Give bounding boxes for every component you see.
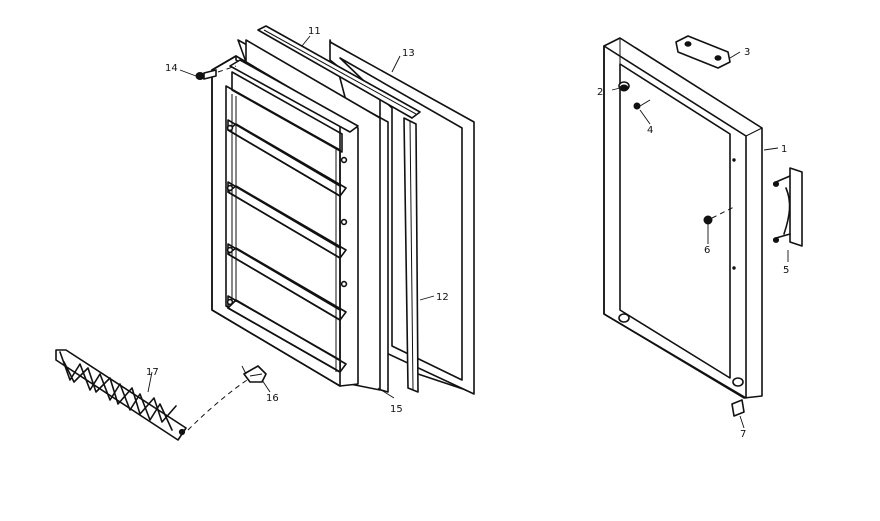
callout-13: 13	[402, 48, 415, 59]
callout-labels: 1 2 3 4 5 6 7 11 12 13 14 15 16 17	[146, 26, 789, 440]
door-frame-part	[603, 37, 763, 399]
callout-11: 11	[308, 26, 321, 37]
cam-part	[703, 205, 737, 244]
callout-leaders	[147, 35, 779, 399]
top-strip-part	[257, 25, 421, 119]
callout-2: 2	[597, 87, 603, 98]
callout-7: 7	[740, 429, 746, 440]
bracket-part	[241, 365, 267, 383]
assembly-dashed-line	[187, 377, 251, 431]
callout-1: 1	[781, 144, 787, 155]
screw-part	[195, 65, 237, 80]
callout-5: 5	[783, 265, 789, 276]
callout-12: 12	[436, 292, 449, 303]
handle-part	[772, 167, 803, 262]
callout-3: 3	[744, 47, 750, 58]
hinge-plate-part	[675, 35, 741, 69]
door-bar-part	[55, 349, 187, 441]
frame-screw-part	[633, 99, 651, 125]
callout-4: 4	[647, 125, 653, 136]
callout-14: 14	[165, 63, 178, 74]
bottom-hinge-part	[731, 399, 745, 429]
callout-6: 6	[704, 245, 710, 256]
hinge-pin-part	[611, 84, 629, 92]
gasket-strip-part	[403, 117, 419, 393]
callout-16: 16	[266, 393, 279, 404]
door-liner-part	[211, 55, 359, 387]
callout-15: 15	[390, 404, 403, 415]
callout-17: 17	[146, 367, 159, 378]
